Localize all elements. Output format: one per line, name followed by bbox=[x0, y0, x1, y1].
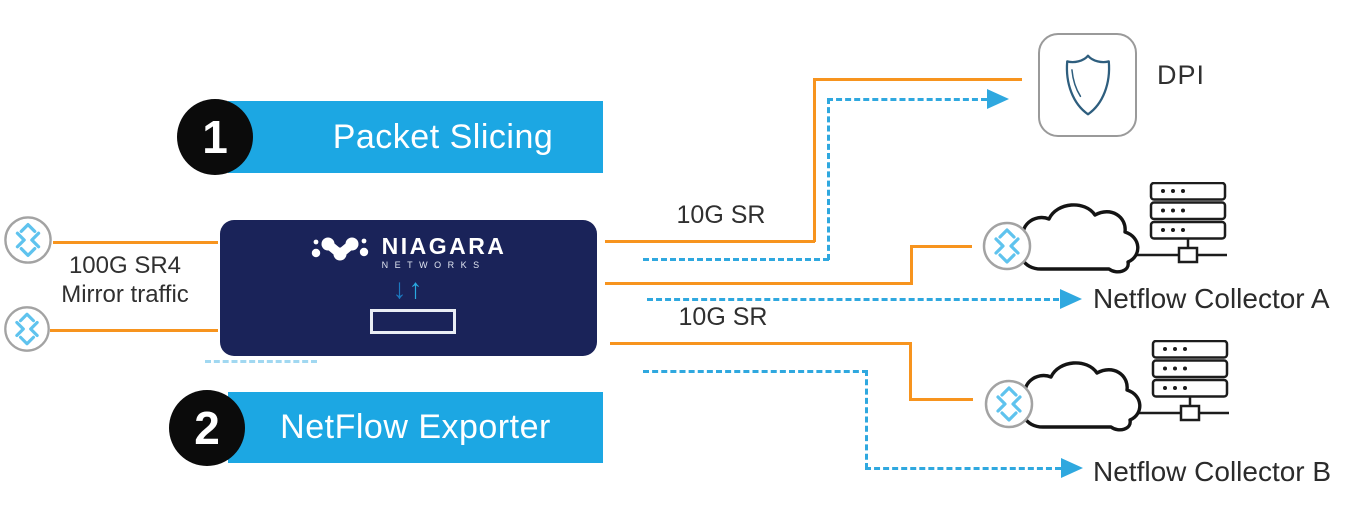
brand-subtitle: NETWORKS bbox=[381, 260, 486, 270]
niagara-logo: NIAGARA NETWORKS bbox=[220, 235, 597, 270]
source-router-2 bbox=[3, 305, 51, 353]
input-traffic-label: Mirror traffic bbox=[61, 281, 189, 308]
dpi-arrowhead-icon bbox=[987, 89, 1009, 109]
router-icon bbox=[4, 216, 52, 264]
dpi-orange-link-v bbox=[813, 78, 816, 242]
collector-a-dashed-link bbox=[647, 298, 1059, 301]
traffic-arrows: ↓↑ bbox=[220, 274, 597, 304]
dpi-dashed-link-h1 bbox=[643, 258, 829, 261]
cloud-icon bbox=[1019, 203, 1140, 274]
step-banner-netflow-exporter: NetFlow Exporter bbox=[228, 392, 603, 463]
dpi-orange-link-h1 bbox=[605, 240, 815, 243]
collector-a-label: Netflow Collector A bbox=[1093, 283, 1330, 314]
dpi-orange-link-h2 bbox=[813, 78, 1022, 81]
collector-b-node bbox=[977, 339, 1237, 440]
collector-b-icon-group bbox=[984, 339, 1229, 432]
dpi-link-speed-label: 10G SR bbox=[676, 201, 766, 229]
collector-a-arrowhead-icon bbox=[1060, 289, 1082, 309]
step-number: 2 bbox=[194, 402, 220, 454]
collector-b-dashed-link-h2 bbox=[865, 467, 1061, 470]
cloud-icon bbox=[1021, 361, 1142, 432]
input-speed-label: 100G SR4 bbox=[68, 252, 182, 279]
router-icon bbox=[4, 306, 50, 352]
collector-a-orange-link-h1 bbox=[605, 282, 913, 285]
collector-b-dashed-link-h1 bbox=[643, 370, 868, 373]
input-link-2 bbox=[50, 329, 218, 332]
collector-b-orange-link-v bbox=[909, 342, 912, 401]
step-title: NetFlow Exporter bbox=[280, 408, 551, 446]
up-arrow-icon: ↑ bbox=[408, 273, 425, 304]
device-port-rectangle bbox=[370, 309, 456, 334]
collector-b-orange-link-h2 bbox=[909, 398, 973, 401]
collector-a-orange-link-h2 bbox=[910, 245, 972, 248]
collector-b-dashed-link-v bbox=[865, 370, 868, 469]
router-icon bbox=[984, 379, 1034, 429]
step-banner-packet-slicing: Packet Slicing bbox=[228, 101, 603, 173]
dpi-label: DPI bbox=[1157, 60, 1206, 90]
step-number: 1 bbox=[202, 111, 228, 163]
dpi-node bbox=[1038, 33, 1137, 137]
brand-name: NIAGARA bbox=[381, 233, 507, 259]
router-icon bbox=[982, 221, 1032, 271]
netflow-link-speed-label: 10G SR bbox=[678, 303, 768, 331]
source-router-1 bbox=[3, 215, 53, 265]
niagara-molecule-icon bbox=[311, 237, 368, 261]
niagara-device: NIAGARA NETWORKS ↓↑ bbox=[220, 220, 597, 356]
server-rack-icon bbox=[1151, 339, 1229, 398]
step-number-badge-2: 2 bbox=[169, 390, 245, 466]
shield-icon bbox=[1065, 54, 1110, 116]
step-number-badge-1: 1 bbox=[177, 99, 253, 175]
down-arrow-icon: ↓ bbox=[392, 273, 409, 304]
collector-a-node bbox=[975, 181, 1235, 282]
collector-a-icon-group bbox=[982, 181, 1227, 274]
collector-a-orange-link-v bbox=[910, 245, 913, 285]
dpi-dashed-link-v bbox=[827, 98, 830, 260]
dpi-dashed-link-h2 bbox=[827, 98, 987, 101]
collector-b-label: Netflow Collector B bbox=[1093, 456, 1332, 487]
input-link-1 bbox=[53, 241, 218, 244]
server-rack-icon bbox=[1149, 181, 1227, 240]
collector-b-arrowhead-icon bbox=[1061, 458, 1083, 478]
device-under-dashes bbox=[205, 360, 317, 363]
step-title: Packet Slicing bbox=[332, 117, 554, 156]
collector-b-orange-link-h1 bbox=[610, 342, 912, 345]
